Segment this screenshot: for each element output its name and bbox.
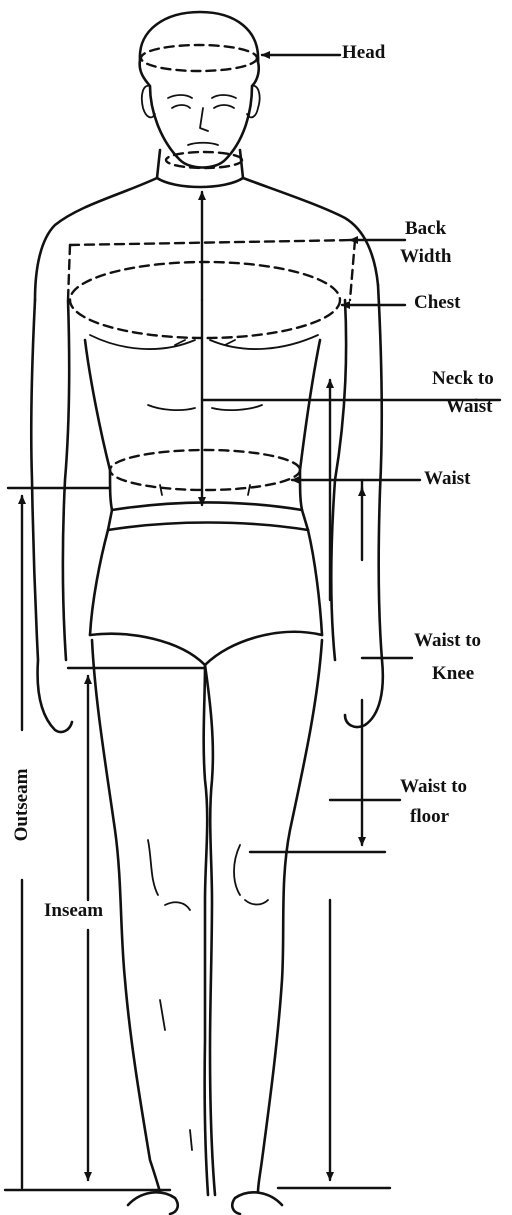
- waist-to-floor-label-line1: Waist to: [400, 776, 467, 798]
- back-width-label-line1: Back: [405, 218, 446, 240]
- head-circumference-dash: [141, 45, 257, 71]
- back-width-dash: [70, 240, 355, 245]
- waist-to-knee-label-line2: Knee: [432, 663, 474, 685]
- head-label: Head: [342, 42, 385, 64]
- neck-to-waist-label-line2: Waist: [446, 396, 492, 418]
- waist-to-knee-label-line1: Waist to: [414, 630, 481, 652]
- waist-label: Waist: [424, 468, 470, 490]
- inseam-label: Inseam: [44, 900, 103, 922]
- back-width-left-dash: [68, 245, 70, 300]
- legs-outline: [92, 640, 322, 1214]
- waist-to-floor-label-line2: floor: [410, 806, 449, 828]
- outseam-label: Outseam: [11, 763, 33, 847]
- head-outline: [140, 12, 260, 168]
- back-width-label-line2: Width: [400, 246, 451, 268]
- briefs-outline: [90, 503, 322, 666]
- back-width-right-dash: [350, 240, 355, 300]
- chest-circumference-dash: [70, 262, 340, 338]
- waist-circumference-dash: [110, 450, 300, 490]
- neck-to-waist-label-line1: Neck to: [432, 368, 494, 390]
- chest-label: Chest: [414, 292, 460, 314]
